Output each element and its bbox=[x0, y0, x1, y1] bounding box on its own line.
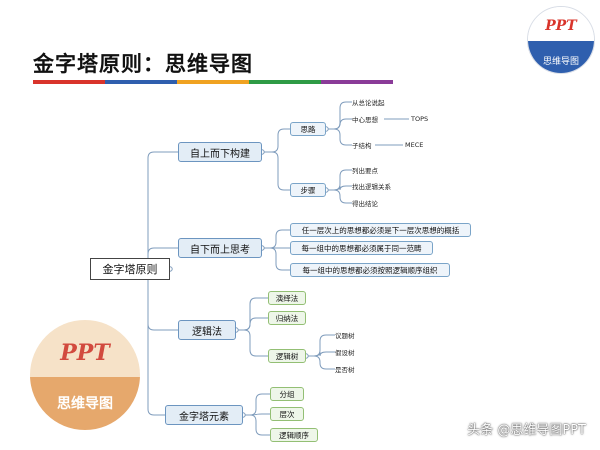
leaf-list-points[interactable]: 列出要点 bbox=[352, 167, 378, 175]
leaf-mece[interactable]: MECE bbox=[405, 141, 424, 149]
underline-segment-2 bbox=[105, 80, 177, 84]
watermark: 头条 @思维导图PPT bbox=[467, 423, 586, 438]
underline-segment-1 bbox=[33, 80, 105, 84]
logic-tree-connector-2 bbox=[306, 351, 335, 357]
branch-node-bottom-up[interactable]: 自下而上思考 bbox=[178, 238, 262, 258]
leaf-issue-tree[interactable]: 议题树 bbox=[335, 332, 355, 340]
logo-top-half: PPT bbox=[528, 7, 594, 42]
logic-connector-1 bbox=[236, 297, 268, 331]
thinking-connector-3 bbox=[326, 128, 352, 146]
branch-node-logic[interactable]: 逻辑法 bbox=[178, 320, 236, 340]
logic-tree-connector-3 bbox=[306, 355, 335, 370]
sub-node-grouping[interactable]: 分组 bbox=[270, 387, 304, 401]
leaf-conclusion[interactable]: 得出结论 bbox=[352, 200, 378, 208]
underline-segment-4 bbox=[249, 80, 321, 84]
page-title: 金字塔原则：思维导图 bbox=[33, 52, 253, 76]
leaf-start-summary[interactable]: 从总论说起 bbox=[352, 99, 385, 107]
sub-node-levels[interactable]: 层次 bbox=[270, 407, 304, 421]
elements-connector-1 bbox=[243, 393, 270, 416]
root-connector-4 bbox=[141, 268, 170, 416]
leaf-hypothesis-tree[interactable]: 假设树 bbox=[335, 349, 355, 357]
sub-node-induction[interactable]: 归纳法 bbox=[268, 311, 306, 325]
top-down-connector-2 bbox=[262, 151, 290, 191]
rule-logical-order[interactable]: 每一组中的思想都必须按照逻辑顺序组织 bbox=[290, 263, 450, 277]
leaf-substructure[interactable]: 子结构 bbox=[352, 142, 372, 150]
rule-summary-upper[interactable]: 任一层次上的思想都必须是下一层次思想的概括 bbox=[290, 223, 471, 237]
sub-node-steps[interactable]: 步骤 bbox=[290, 183, 326, 197]
leaf-tops[interactable]: TOPS bbox=[411, 115, 429, 123]
steps-connector-2 bbox=[326, 185, 352, 191]
logo-bottom-left: PPT 思维导图 bbox=[30, 320, 140, 430]
underline-segment-5 bbox=[321, 80, 393, 84]
logo-ppt-text: PPT bbox=[545, 18, 577, 34]
root-connector-1 bbox=[141, 151, 178, 270]
elements-connector-3 bbox=[243, 414, 270, 436]
thinking-connector-2 bbox=[326, 118, 352, 130]
sub-node-thinking[interactable]: 思路 bbox=[290, 122, 326, 136]
top-down-connector-1 bbox=[262, 128, 290, 153]
sub-node-deduction[interactable]: 演绎法 bbox=[268, 291, 306, 305]
sub-node-logical-order[interactable]: 逻辑顺序 bbox=[270, 428, 318, 442]
steps-connector-3 bbox=[326, 189, 352, 204]
leaf-find-logic[interactable]: 找出逻辑关系 bbox=[352, 183, 391, 191]
rule-same-category[interactable]: 每一组中的思想都必须属于同一范畴 bbox=[290, 241, 433, 255]
logo-label: 思维导图 bbox=[57, 396, 113, 413]
sub-node-logic-tree[interactable]: 逻辑树 bbox=[268, 349, 306, 363]
logo-label: 思维导图 bbox=[542, 57, 579, 68]
logo-bottom-half: 思维导图 bbox=[30, 377, 140, 430]
logo-bottom-half: 思维导图 bbox=[528, 41, 594, 73]
logic-connector-3 bbox=[236, 329, 268, 357]
logo-top-half: PPT bbox=[30, 320, 140, 378]
leaf-central-idea[interactable]: 中心思想 bbox=[352, 116, 378, 124]
branch-node-elements[interactable]: 金字塔元素 bbox=[165, 405, 243, 425]
branch-node-top-down[interactable]: 自上而下构建 bbox=[178, 142, 262, 162]
logo-ppt-text: PPT bbox=[60, 340, 110, 366]
bottom-up-connector-1 bbox=[262, 229, 290, 249]
underline-segment-3 bbox=[177, 80, 249, 84]
root-node[interactable]: 金字塔原则 bbox=[90, 258, 170, 280]
steps-connector-1 bbox=[326, 169, 352, 191]
title-underline bbox=[33, 80, 393, 84]
leaf-yes-no-tree[interactable]: 是否树 bbox=[335, 366, 355, 374]
logic-connector-2 bbox=[236, 317, 268, 331]
logo-top-right: PPT 思维导图 bbox=[527, 6, 595, 74]
thinking-connector-1 bbox=[326, 101, 352, 130]
bottom-up-connector-3 bbox=[262, 247, 290, 271]
